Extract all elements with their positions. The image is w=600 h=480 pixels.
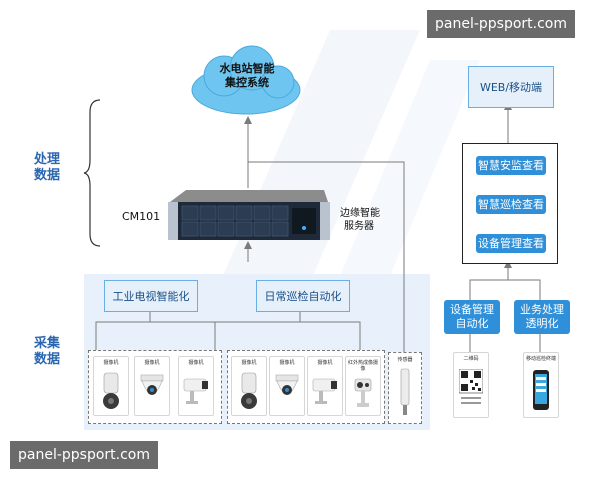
business-processing-pill: 业务处理透明化 (514, 300, 570, 334)
mobile-terminal-caption: 移动巡检终端 (525, 356, 556, 362)
device-card: 摄像机 (231, 356, 267, 416)
device-management-line1: 设备管理 (450, 303, 494, 316)
processing-brace-icon (83, 99, 101, 247)
processing-data-label: 处理 数据 (34, 152, 60, 184)
cloud-title-line1: 水电站智能 (219, 62, 275, 75)
business-processing-line2: 透明化 (525, 317, 559, 330)
dome-camera-icon (140, 374, 164, 395)
device-caption: 摄像机 (144, 360, 160, 366)
server-name: 边缘智能 服务器 (340, 207, 380, 233)
device-caption: 摄像机 (241, 360, 257, 366)
processing-label-line1: 处理 (34, 152, 61, 167)
web-mobile-box: WEB/移动端 (468, 66, 554, 108)
bullet-camera-icon (183, 378, 208, 404)
sensor-box: 传感器 (388, 352, 422, 424)
server-name-line2: 服务器 (344, 221, 374, 232)
server-model: CM101 (122, 210, 161, 223)
industrial-tv-category: 工业电视智能化 (104, 280, 198, 312)
qr-caption: 二维码 (463, 356, 479, 362)
watermark-top: panel-ppsport.com (427, 10, 576, 38)
collection-label-line1: 采集 (34, 336, 61, 351)
inspection-view-item: 智慧巡检查看 (476, 195, 546, 214)
device-view-item: 设备管理查看 (476, 234, 546, 253)
daily-inspection-category: 日常巡检自动化 (256, 280, 350, 312)
device-card: 摄像机 (134, 356, 170, 416)
mobile-terminal-icon (533, 370, 549, 410)
business-processing-line1: 业务处理 (520, 303, 564, 316)
device-caption: 摄像机 (279, 360, 295, 366)
device-card: 摄像机 (93, 356, 129, 416)
device-caption: 红外热成像摄像 (348, 360, 379, 372)
ptz-dome-camera-icon (241, 372, 257, 409)
mobile-terminal-card: 移动巡检终端 (523, 352, 559, 418)
device-caption: 摄像机 (188, 360, 204, 366)
ptz-dome-camera-icon (103, 372, 119, 409)
device-card: 摄像机 (269, 356, 305, 416)
sensor-probe-icon (400, 368, 410, 415)
qr-code-card: 二维码 (453, 352, 489, 418)
cloud-title: 水电站智能 集控系统 (200, 62, 294, 90)
device-caption: 摄像机 (317, 360, 333, 366)
device-card: 摄像机 (307, 356, 343, 416)
collection-data-label: 采集 数据 (34, 336, 60, 368)
device-management-pill: 设备管理自动化 (444, 300, 500, 334)
safety-view-item: 智慧安监查看 (476, 156, 546, 175)
thermal-camera-icon (354, 378, 372, 407)
cloud-title-line2: 集控系统 (225, 76, 269, 89)
server-name-line1: 边缘智能 (340, 208, 380, 219)
device-card: 红外热成像摄像 (345, 356, 381, 416)
edge-server-icon (168, 190, 330, 240)
bullet-camera-icon (312, 378, 337, 404)
qr-code-icon (459, 369, 483, 404)
watermark-bottom: panel-ppsport.com (10, 441, 159, 469)
device-card: 摄像机 (178, 356, 214, 416)
collection-label-line2: 数据 (34, 352, 61, 367)
cloud-icon (191, 45, 301, 115)
device-management-line2: 自动化 (455, 317, 489, 330)
processing-label-line2: 数据 (34, 168, 61, 183)
device-caption: 摄像机 (103, 360, 119, 366)
dome-camera-icon (275, 374, 299, 395)
sensor-caption: 传感器 (397, 357, 413, 363)
